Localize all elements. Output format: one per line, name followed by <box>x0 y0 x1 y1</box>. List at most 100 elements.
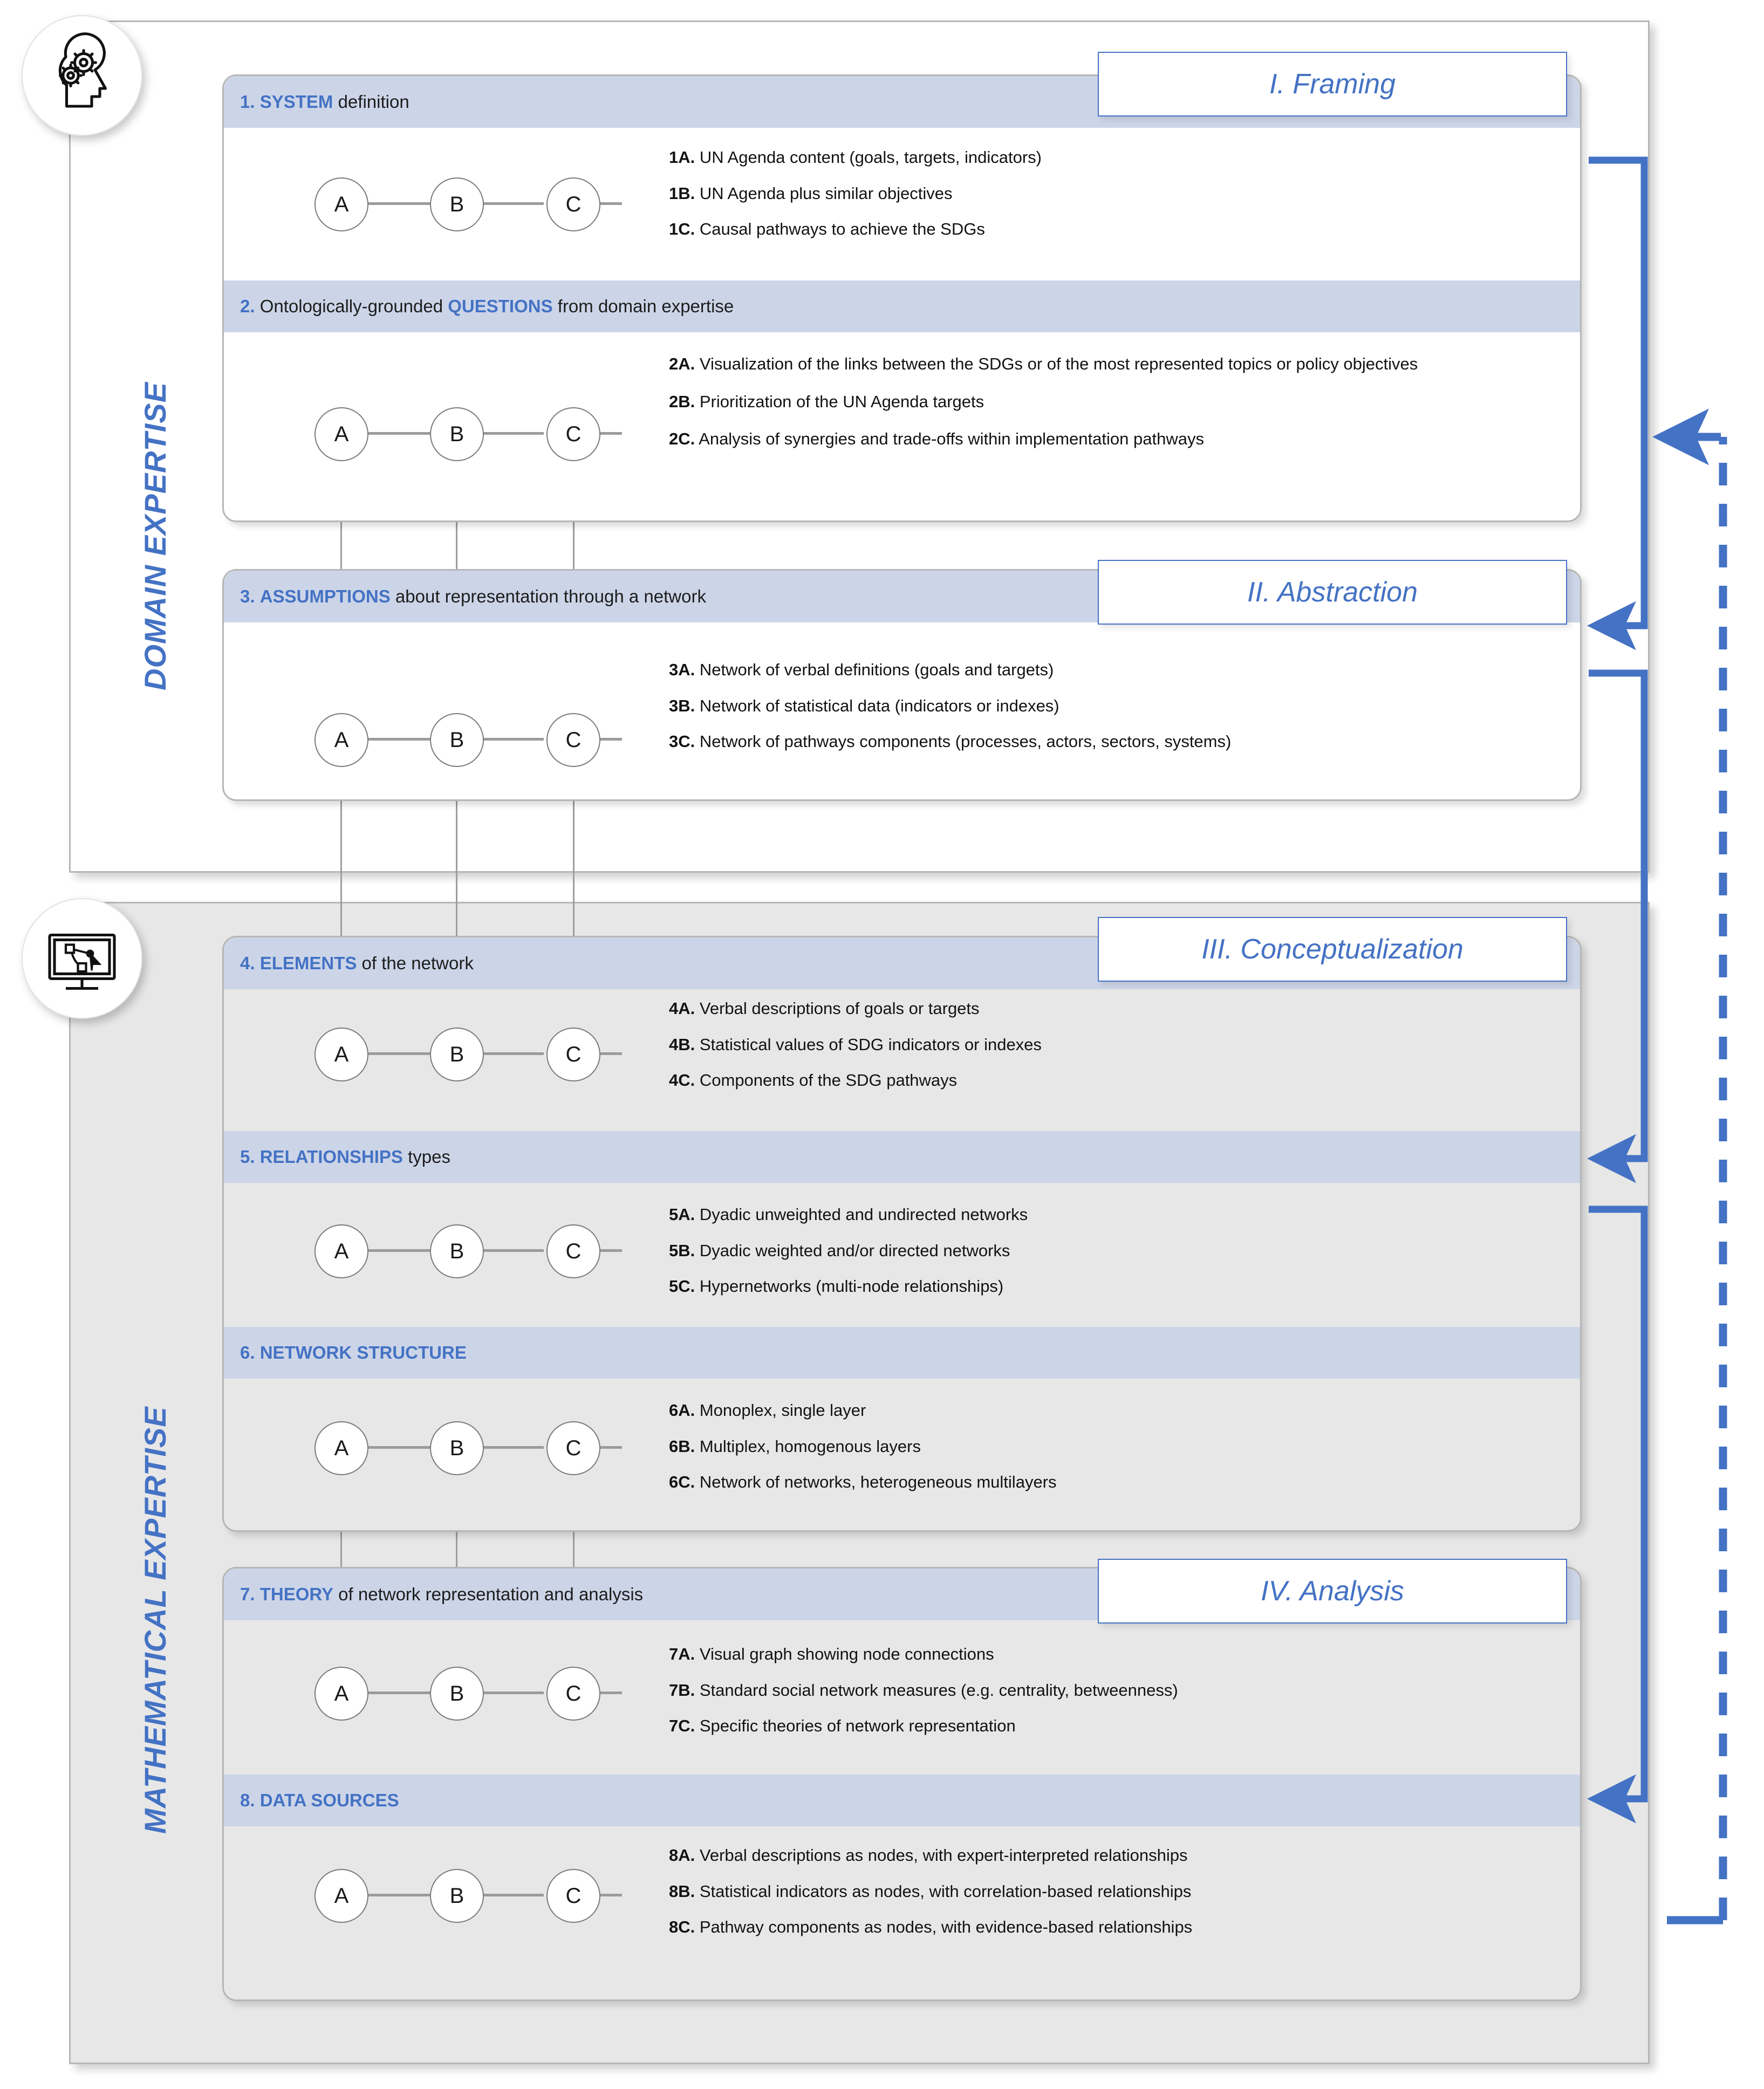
node-triad-7: A B C <box>314 1667 625 1721</box>
item-text: UN Agenda content (goals, targets, indic… <box>695 148 1042 167</box>
section-7-number: 7. <box>240 1584 255 1604</box>
section-7-keyword: THEORY <box>259 1584 333 1604</box>
computer-design-icon <box>22 898 142 1019</box>
section-8-keyword: DATA SOURCES <box>259 1790 399 1810</box>
item-code: 4C. <box>669 1071 695 1090</box>
item-code: 3B. <box>669 696 695 715</box>
section-1-rest: definition <box>333 92 409 112</box>
item-text: Dyadic weighted and/or directed networks <box>695 1241 1010 1260</box>
item-code: 6A. <box>669 1401 695 1420</box>
phase-label: III. Conceptualization <box>1201 934 1464 965</box>
phase-label: IV. Analysis <box>1261 1576 1404 1607</box>
flow-arrow-analysis-loop <box>1587 1206 1648 1824</box>
section-4-items: 4A. Verbal descriptions of goals or targ… <box>669 998 1564 1091</box>
node-c: C <box>546 407 600 461</box>
phase-callout-analysis: IV. Analysis <box>1098 1559 1567 1624</box>
item-code: 5C. <box>669 1277 695 1296</box>
section-header-2: 2. Ontologically-grounded QUESTIONS from… <box>224 280 1580 332</box>
item-text: Pathway components as nodes, with eviden… <box>695 1917 1193 1937</box>
node-c: C <box>546 1224 600 1278</box>
node-c: C <box>546 713 600 767</box>
node-b: B <box>430 1421 484 1475</box>
node-c: C <box>546 1028 600 1081</box>
item-code: 2B. <box>669 392 695 411</box>
section-3-items: 3A. Network of verbal definitions (goals… <box>669 659 1586 752</box>
item-text: Monoplex, single layer <box>695 1401 866 1420</box>
section-5-rest: types <box>402 1147 450 1167</box>
item-code: 7C. <box>669 1716 695 1736</box>
item-code: 5A. <box>669 1205 695 1224</box>
node-b: B <box>430 1224 484 1278</box>
item-text: Analysis of synergies and trade-offs wit… <box>695 429 1204 449</box>
item-text: Network of statistical data (indicators … <box>695 696 1059 715</box>
item-text: Statistical indicators as nodes, with co… <box>695 1881 1192 1901</box>
section-1-items: 1A. UN Agenda content (goals, targets, i… <box>669 147 1554 240</box>
node-b: B <box>430 1869 484 1923</box>
section-1-number: 1. <box>240 92 255 112</box>
node-c: C <box>546 177 600 231</box>
section-2-keyword: QUESTIONS <box>448 296 553 316</box>
section-2-items: 2A. Visualization of the links between t… <box>669 353 1570 450</box>
item-text: Components of the SDG pathways <box>695 1071 958 1090</box>
node-b: B <box>430 1028 484 1081</box>
node-triad-5: A B C <box>314 1224 625 1278</box>
phase-label: II. Abstraction <box>1247 577 1418 608</box>
section-7-rest: of network representation and analysis <box>333 1584 644 1604</box>
node-c: C <box>546 1869 600 1923</box>
phase-label: I. Framing <box>1269 69 1396 100</box>
item-text: UN Agenda plus similar objectives <box>695 183 953 203</box>
phase-callout-framing: I. Framing <box>1098 52 1567 117</box>
section-3-number: 3. <box>240 586 255 606</box>
node-a: A <box>314 407 368 461</box>
item-code: 7A. <box>669 1645 695 1663</box>
item-text: Network of pathways components (processe… <box>695 732 1232 751</box>
section-2-pre: Ontologically-grounded <box>255 296 448 316</box>
section-6-number: 6. <box>240 1343 255 1362</box>
item-code: 4B. <box>669 1035 695 1054</box>
section-5-items: 5A. Dyadic unweighted and undirected net… <box>669 1204 1564 1297</box>
node-a: A <box>314 713 368 767</box>
section-4-keyword: ELEMENTS <box>259 953 357 973</box>
item-text: Specific theories of network representat… <box>695 1716 1016 1736</box>
node-triad-3: A B C <box>314 713 625 767</box>
section-8-items: 8A. Verbal descriptions as nodes, with e… <box>669 1845 1591 1938</box>
item-code: 8B. <box>669 1881 695 1901</box>
item-text: Standard social network measures (e.g. c… <box>695 1680 1178 1700</box>
node-a: A <box>314 1028 368 1081</box>
item-code: 2C. <box>669 429 695 449</box>
section-header-5: 5. RELATIONSHIPS types <box>224 1131 1580 1183</box>
flow-arrow-abstraction-to-conceptualization <box>1587 669 1648 1183</box>
item-text: Network of verbal definitions (goals and… <box>695 660 1054 679</box>
node-a: A <box>314 1869 368 1923</box>
node-triad-1: A B C <box>314 177 625 231</box>
node-a: A <box>314 177 368 231</box>
node-b: B <box>430 177 484 231</box>
item-code: 1B. <box>669 183 695 203</box>
section-8-number: 8. <box>240 1790 255 1810</box>
flow-arrow-framing-to-abstraction <box>1587 156 1648 650</box>
node-triad-2: A B C <box>314 407 625 461</box>
item-code: 6C. <box>669 1472 695 1492</box>
phase-callout-conceptualization: III. Conceptualization <box>1098 917 1567 982</box>
node-b: B <box>430 1667 484 1721</box>
item-text: Verbal descriptions of goals or targets <box>695 999 980 1018</box>
section-2-rest: from domain expertise <box>552 296 734 316</box>
item-code: 3A. <box>669 660 695 679</box>
node-triad-6: A B C <box>314 1421 625 1475</box>
section-3-rest: about representation through a network <box>390 586 706 606</box>
item-text: Causal pathways to achieve the SDGs <box>695 220 985 239</box>
section-4-number: 4. <box>240 953 255 973</box>
section-5-keyword: RELATIONSHIPS <box>259 1147 403 1167</box>
section-5-number: 5. <box>240 1147 255 1167</box>
phase-callout-abstraction: II. Abstraction <box>1098 560 1567 625</box>
item-code: 4A. <box>669 999 695 1018</box>
section-header-8: 8. DATA SOURCES <box>224 1775 1580 1826</box>
item-text: Network of networks, heterogeneous multi… <box>695 1472 1057 1492</box>
item-code: 7B. <box>669 1680 695 1700</box>
node-c: C <box>546 1421 600 1475</box>
item-text: Multiplex, homogenous layers <box>695 1436 921 1456</box>
brain-gears-icon <box>22 15 142 136</box>
section-header-6: 6. NETWORK STRUCTURE <box>224 1327 1580 1379</box>
